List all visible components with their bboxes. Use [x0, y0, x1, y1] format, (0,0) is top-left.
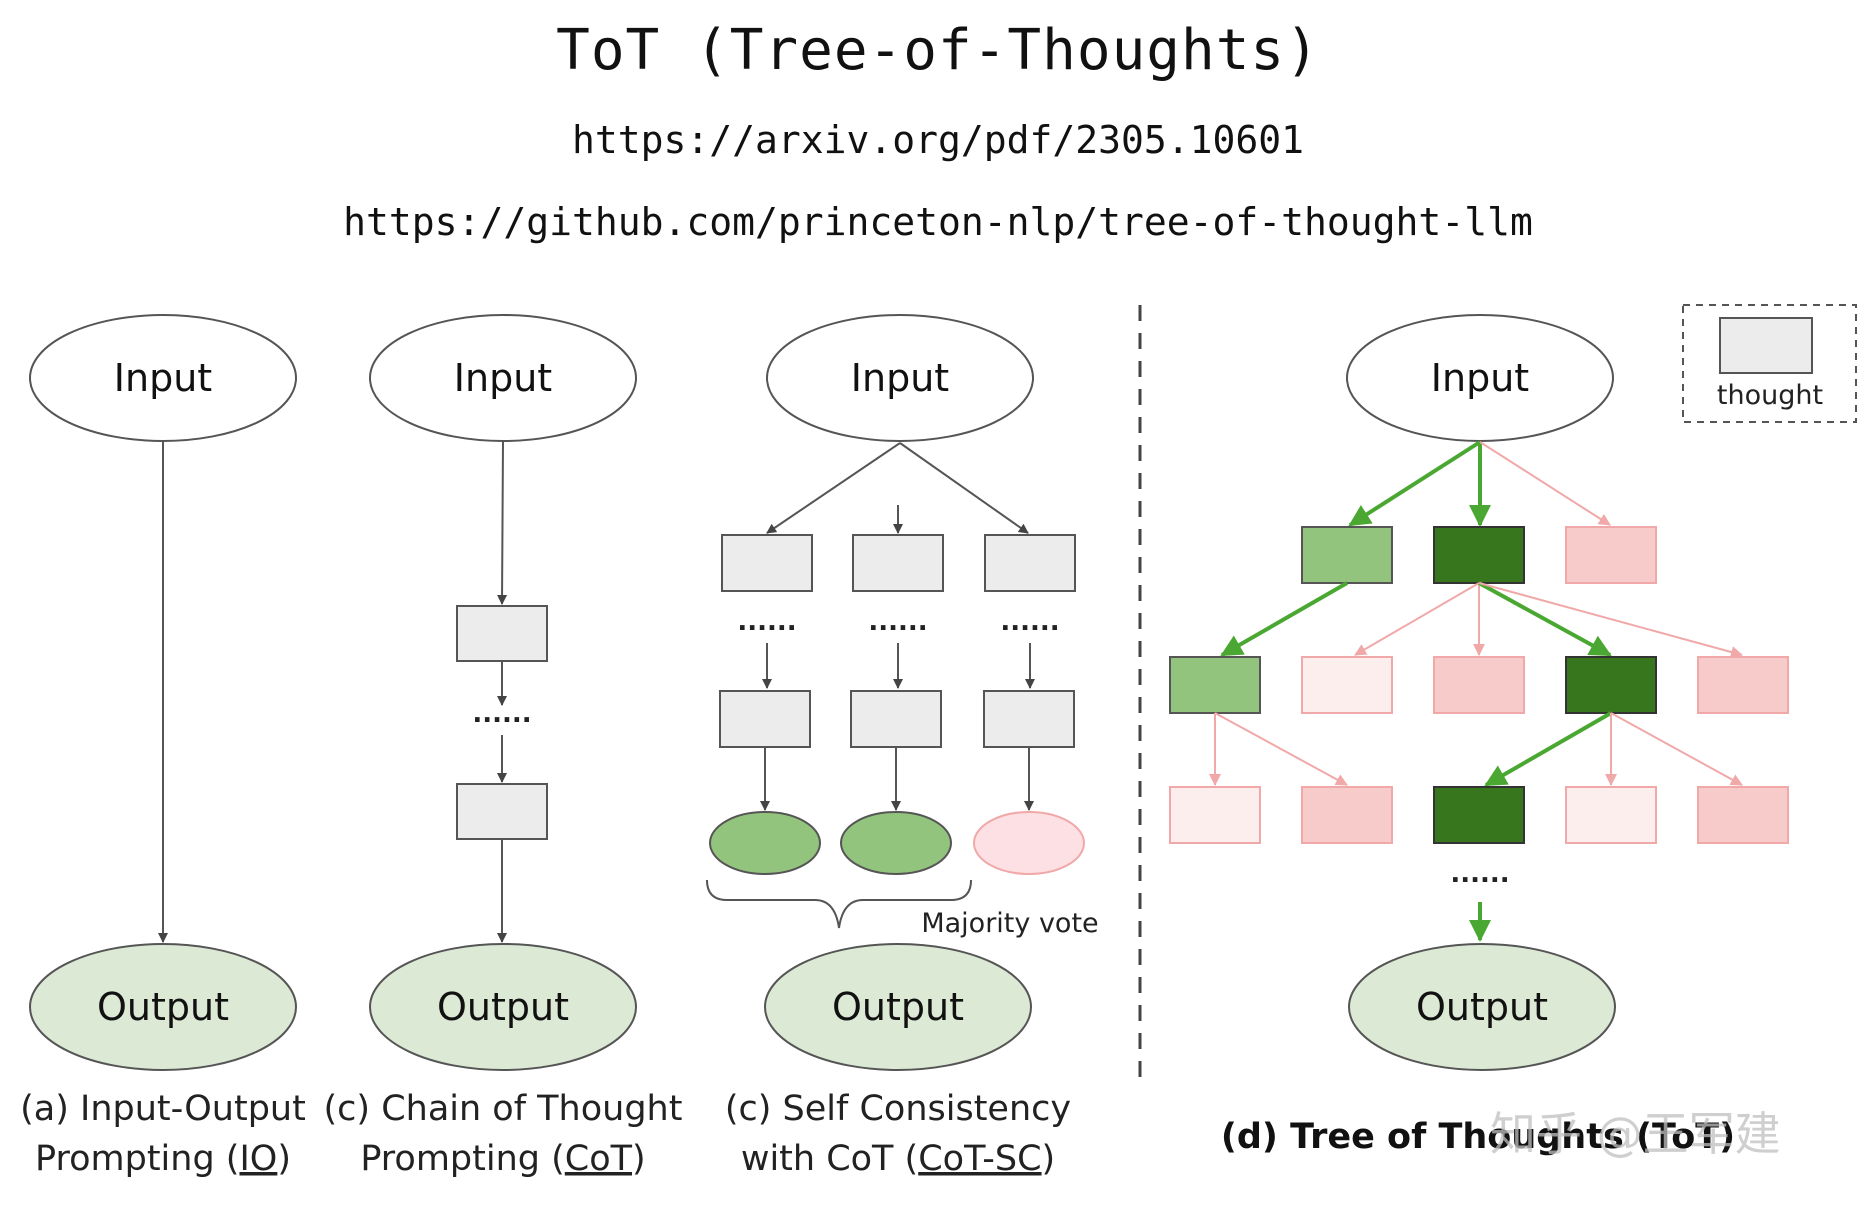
output-node — [1348, 943, 1616, 1071]
input-node — [1346, 314, 1614, 442]
thought-box — [719, 690, 811, 748]
sc-edge — [766, 442, 901, 534]
ellipsis: ...... — [868, 607, 927, 637]
ellipsis: ...... — [472, 699, 531, 729]
legend-box — [1682, 304, 1857, 423]
input-label: Input — [114, 356, 212, 400]
thought-pruned — [1565, 526, 1657, 584]
caption-cot-line1: (c) Chain of Thought — [324, 1089, 683, 1129]
thought-pruned — [1169, 786, 1261, 844]
io-link[interactable]: IO — [239, 1139, 277, 1179]
tot-edge-pruned — [1354, 582, 1480, 656]
output-node — [369, 943, 637, 1071]
input-label: Input — [454, 356, 552, 400]
thought-box — [721, 534, 813, 592]
output-label: Output — [437, 985, 569, 1029]
caption-io-line1: (a) Input-Output — [20, 1089, 306, 1129]
cot-link[interactable]: CoT — [565, 1139, 633, 1179]
cot-edge — [497, 440, 508, 605]
legend-label: thought — [1717, 380, 1823, 411]
caption-tot: (d) Tree of Thoughts (ToT) — [1221, 1117, 1735, 1157]
ellipsis: ...... — [737, 607, 796, 637]
code-url[interactable]: https://github.com/princeton-nlp/tree-of… — [343, 200, 1533, 244]
panel-tot: thought Input — [1169, 304, 1857, 1157]
output-label: Output — [832, 985, 964, 1029]
thought-good — [1301, 526, 1393, 584]
thought-box — [852, 534, 944, 592]
tot-edge-good — [1348, 440, 1482, 527]
watermark: 知乎 @王军建 — [1490, 1107, 1781, 1161]
cot-sc-link[interactable]: CoT-SC — [918, 1139, 1041, 1179]
thought-pruned — [1697, 656, 1789, 714]
vote-brace — [706, 879, 972, 929]
tot-edge-good — [1484, 711, 1612, 787]
panel-io: Input Output (a) Input-Output Prompting … — [20, 314, 306, 1179]
output-label: Output — [1416, 985, 1548, 1029]
thought-pruned — [1433, 656, 1525, 714]
thought-box — [850, 690, 942, 748]
thought-best — [1565, 656, 1657, 714]
input-label: Input — [851, 356, 949, 400]
answer-wrong — [973, 811, 1085, 875]
legend-thought-swatch — [1719, 317, 1813, 374]
answer-correct — [840, 811, 952, 875]
caption-io-line2: Prompting (IO) — [35, 1139, 291, 1179]
thought-box — [456, 783, 548, 840]
tot-edge-pruned — [1610, 712, 1743, 786]
input-label: Input — [1431, 356, 1529, 400]
sc-edge — [899, 442, 1029, 534]
answer-correct — [709, 811, 821, 875]
caption-sc-line1: (c) Self Consistency — [725, 1089, 1071, 1129]
tot-edge-pruned — [1214, 712, 1348, 786]
panel-cot-sc: Input ...... ...... ...... Majority vote… — [706, 314, 1099, 1179]
panel-cot: Input ...... Output (c) Chain of Thought… — [324, 314, 683, 1179]
thought-best — [1433, 526, 1525, 584]
tot-edge-pruned — [1478, 582, 1743, 658]
tot-edge-pruned — [1479, 441, 1611, 526]
thought-pruned — [1301, 786, 1393, 844]
thought-box — [983, 690, 1075, 748]
page-title: ToT (Tree-of-Thoughts) — [556, 18, 1320, 83]
ellipsis: ...... — [1000, 607, 1059, 637]
thought-best — [1433, 786, 1525, 844]
paper-url[interactable]: https://arxiv.org/pdf/2305.10601 — [571, 118, 1305, 162]
thought-good — [1169, 656, 1261, 714]
tot-edge-good — [1220, 581, 1348, 657]
output-node — [29, 943, 297, 1071]
thought-pruned — [1565, 786, 1657, 844]
output-label: Output — [97, 985, 229, 1029]
input-node — [766, 314, 1034, 442]
ellipsis: ...... — [1450, 859, 1509, 889]
thought-box — [456, 605, 548, 662]
caption-sc-line2: with CoT (CoT-SC) — [741, 1139, 1055, 1179]
majority-vote-label: Majority vote — [921, 908, 1098, 939]
output-node — [764, 943, 1032, 1071]
thought-pruned — [1697, 786, 1789, 844]
thought-pruned — [1301, 656, 1393, 714]
caption-cot-line2: Prompting (CoT) — [360, 1139, 645, 1179]
tot-edge-good — [1478, 581, 1612, 657]
thought-box — [984, 534, 1076, 592]
